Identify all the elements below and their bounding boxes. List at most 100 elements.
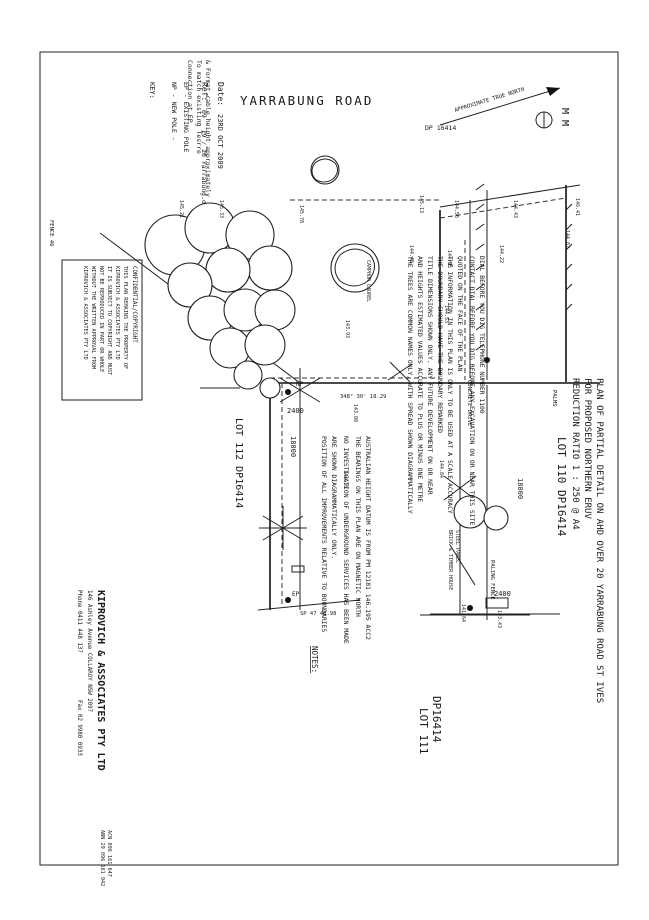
tree-lot111 (453, 495, 509, 531)
width-b: 18000 (289, 436, 297, 457)
notes-line-0: POSITION OF ALL IMPROVEMENTS RELATIVE TO… (320, 436, 328, 632)
level-3: 144.22 (498, 245, 504, 263)
key-date-label: Date: (216, 82, 225, 106)
width-a: 18000 (516, 478, 524, 499)
notes-line-5: THE TREES ARE COMMON NAMES ONLY, WITH SP… (406, 256, 414, 514)
width-labels: 18000 18000 2400 2400 (287, 407, 524, 598)
fence-ticks (475, 183, 573, 351)
bearing-label: 348° 30' 18.29 (340, 394, 386, 400)
tree-palm-4 (443, 475, 477, 501)
title-line-1: PLAN OF PARTIAL DETAIL ON AHD OVER 20 YA… (594, 378, 604, 703)
level-2: 144.43 (512, 200, 518, 218)
company-block: KIPROVICH & ASSOCIATES PTY LTD 146 Ashle… (76, 590, 112, 886)
notes-line-3: THE BEARINGS ON THIS PLAN ARE ON MAGNETI… (354, 436, 362, 617)
palms-label: PALMS (551, 390, 557, 407)
notes-line-4: AUSTRALIAN HEIGHT DATUM IS FROM PM 12181… (364, 436, 372, 640)
title-line-3: REDUCTION RATIO 1 : 250 @ A4 (570, 378, 580, 530)
concrete-drive-label: CONCRETE DRIVE (466, 380, 472, 426)
lot-111-text-a: LOT 111 (417, 708, 430, 754)
spot-levels: 146.41 144.87 144.43 144.22 144.56 144.9… (178, 195, 580, 628)
plan-label-bearing: 348° 30' 18.29 (340, 394, 386, 400)
level-10: 145.78 (298, 205, 304, 223)
copyright-line-2: IT IS SUBJECT TO COPYRIGHT AND MUST (106, 266, 112, 375)
level-16: 145.21 (178, 200, 184, 218)
copyright-line-3: NOT BE REPRODUCED IN PART OR WHOLE (98, 266, 104, 372)
tree-palm-1 (279, 368, 321, 412)
tree-palm-2 (259, 506, 307, 550)
company-acn: ACN 096 161 647 (106, 830, 112, 877)
lot-110-text: LOT 110 DP16414 (555, 437, 568, 537)
connection-note-1: Connection at EP (186, 60, 194, 123)
np-label: NP (296, 381, 304, 388)
pole-labels: NP EP (292, 381, 304, 598)
dp-top-label: DP 16414 (425, 124, 456, 132)
level-6: 145.13 (418, 195, 424, 213)
bearing2-label: SP 47 40.98 (300, 611, 336, 617)
level-4: 144.56 (453, 200, 459, 218)
level-17: 141.64 (460, 604, 466, 622)
key-ref-value: 09 _ 19 / 20 Yarrabung.dwg (200, 110, 208, 212)
title-line-2: FOR PROPOSED NORTHERN ERUV (582, 378, 592, 519)
level-1: 144.87 (564, 230, 570, 248)
tree-small-1 (310, 155, 340, 185)
lot-111-text-b: DP16414 (430, 696, 443, 743)
level-14: 144.10 (342, 470, 348, 488)
key-date-value: 23RD OCT 2009 (216, 114, 224, 169)
company-phone: Phone 0411 448 137 (76, 590, 82, 653)
paling-fence-label: PALING FENCE (489, 560, 495, 600)
level-9: 143.80 (352, 404, 358, 422)
level-8: 143.93 (344, 320, 350, 338)
key-existing-pole: EP - EXISTING POLE (182, 82, 190, 153)
key-title: KEY: (148, 82, 156, 99)
level-5: 144.95 (446, 250, 452, 268)
level-0: 146.41 (574, 198, 580, 216)
key-ref-label: Ref: (200, 82, 209, 101)
lot-110-label: LOT 110 DP16414 (555, 437, 568, 537)
notes-line-8: THE BOUNDARY SHOULD HAVE THE BOUNDARY RE… (436, 256, 444, 433)
notes-block: NOTES: POSITION OF ALL IMPROVEMENTS RELA… (310, 256, 486, 673)
road-label: YARRABUNG ROAD (240, 93, 373, 108)
notes-line-1: ARE SHOWN DIAGRAMMATICALLY ONLY. (330, 436, 338, 559)
notes-heading: NOTES: (310, 646, 319, 673)
north-arrow: APPROXIMATE TRUE NORTH M M DP 16414 (425, 87, 570, 132)
copyright-line-4: WITHOUT THE WRITTEN APPROVAL FROM (90, 266, 96, 369)
lot-111-label: LOT 111 DP16414 (417, 696, 443, 754)
copyright-heading: CONFIDENTIAL/COPYRIGHT (131, 266, 137, 343)
plan-label-bearing2: SP 47 40.98 (300, 611, 336, 617)
width-d: 2400 (494, 590, 511, 598)
level-11: 144.53 (443, 305, 449, 323)
level-7: 144.45 (408, 245, 414, 263)
steel-panel-label: STEEL PANEL (454, 530, 460, 563)
company-fax: Fax 02 9980 0933 (76, 700, 82, 756)
copyright-box (61, 259, 143, 401)
connection-note-2: To match existing Tesrre (195, 60, 203, 154)
notes-line-2: NO INVESTIGATION OF UNDERGROUND SERVICES… (342, 436, 350, 644)
fence-left-text: FENCE 46 (48, 220, 54, 247)
tree-palm-3 (387, 361, 413, 383)
notes-line-7: TITLE DIMENSIONS SHOWN ONLY. ANY FUTURE … (426, 256, 434, 495)
camphor-label: CAMPHOR LAUREL (365, 260, 371, 302)
plan-label-drive: CONCRETE DRIVE (466, 380, 472, 426)
notes-line-11: CONTACT DIAL BEFORE YOU DIG BEFORE ANY E… (468, 256, 476, 525)
tree-cluster-left (144, 202, 296, 399)
copyright-text: CONFIDENTIAL/COPYRIGHT THIS PLAN REMAINS… (82, 266, 137, 375)
north-marks: M M (559, 108, 570, 126)
company-name: KIPROVICH & ASSOCIATES PTY LTD (95, 590, 106, 771)
key-new-pole: NP - NEW POLE - (170, 82, 178, 141)
plan-label-palms: PALMS (551, 390, 557, 407)
notes-line-12: DIAL BEFORE YOU DIG TELEPHONE NUMBER 110… (478, 256, 486, 414)
connection-notes: Connection at EP To match existing Tesrr… (186, 60, 212, 197)
lot-112-text: LOT 112 DP16414 (233, 418, 244, 508)
plan-label-house: BRICK & TIMBER HOUSE STEEL PANEL (447, 530, 460, 590)
plan-label-paling: PALING FENCE (489, 560, 495, 600)
brick-house-label: BRICK & TIMBER HOUSE (447, 530, 453, 590)
title-block: PLAN OF PARTIAL DETAIL ON AHD OVER 20 YA… (570, 378, 604, 703)
notes-line-10: QUOTED ON THE FACE OF THE PLAN (456, 256, 464, 372)
notes-line-9: THE INFORMATION IN THIS PLAN IS ONLY TO … (446, 256, 454, 514)
key-block: KEY: NP - NEW POLE - EP - EXISTING POLE … (148, 82, 225, 212)
pole-symbols (285, 357, 509, 611)
copyright-line-1: KIPROVICH & ASSOCIATES PTY LTD (114, 266, 120, 360)
notes-line-6: AND HEIGHTS ESTIMATED VALUES ACCURATE TO… (416, 256, 424, 502)
level-13: 143.43 (496, 610, 502, 628)
